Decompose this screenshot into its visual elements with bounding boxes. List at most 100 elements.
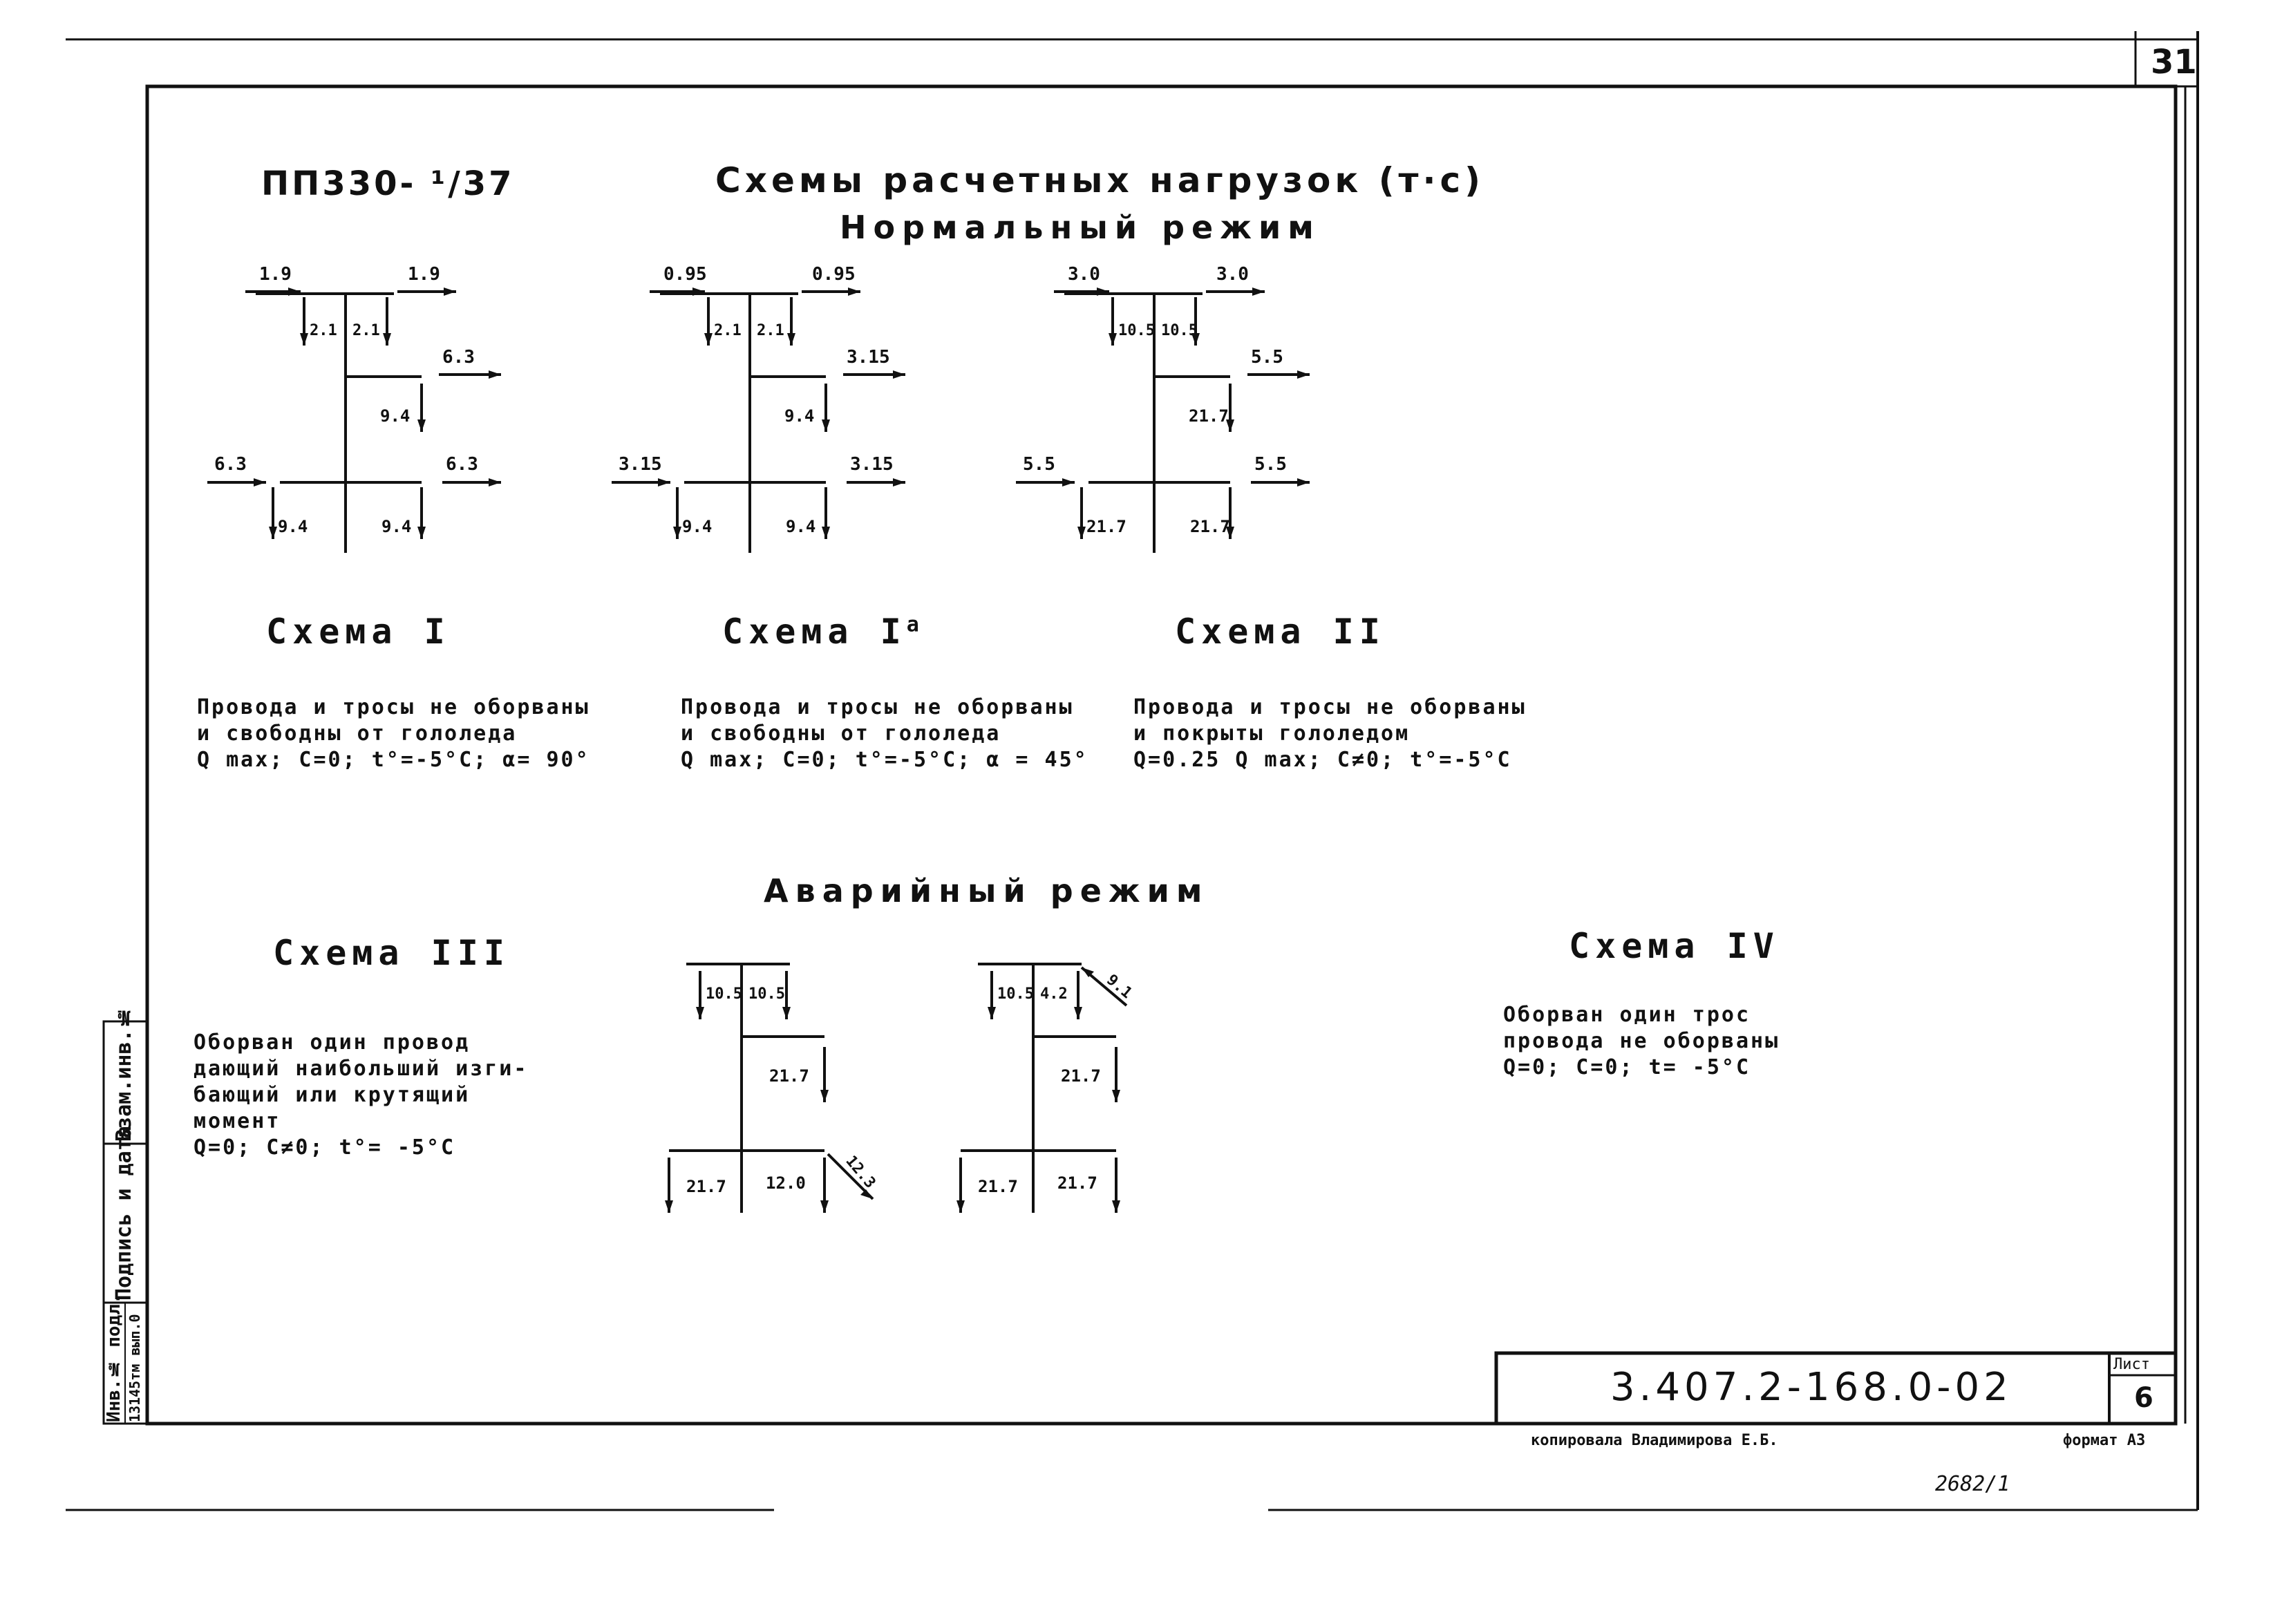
stamp-inv-value: 13145тм вып.0 bbox=[126, 1314, 143, 1422]
scheme-2-load-bot-r: 5.5 bbox=[1254, 454, 1287, 475]
desc-line: дающий наибольший изги- bbox=[194, 1057, 529, 1081]
stamp-inv-podl: Инв.№ подл. bbox=[104, 1293, 124, 1422]
scheme-1-arrow-tv-r-head bbox=[383, 333, 391, 346]
scheme-4-arrow-tv-r-head bbox=[1074, 1007, 1082, 1019]
scheme-1a-arrow-bv-r-head bbox=[822, 527, 830, 539]
scheme-1a-arrow-mid-head bbox=[893, 370, 905, 379]
scheme-1-load-top-r: 1.9 bbox=[408, 264, 440, 285]
scheme-2-load-bv-r: 21.7 bbox=[1190, 517, 1230, 536]
scheme-1-load-bv-l: 9.4 bbox=[278, 517, 308, 536]
sheet-label: Лист bbox=[2113, 1356, 2150, 1373]
scheme-1-arrow-bv-l-head bbox=[269, 527, 277, 539]
scheme-2-title: Схема II bbox=[1175, 612, 1386, 652]
scheme-2-load-bv-l: 21.7 bbox=[1086, 517, 1126, 536]
scheme-2-arrow-bv-l-head bbox=[1077, 527, 1086, 539]
scheme-1-arrow-bv-r-head bbox=[417, 527, 426, 539]
scheme-1-arrow-mid-head bbox=[489, 370, 501, 379]
scheme-3-load-tv-l: 10.5 bbox=[706, 985, 742, 1003]
scheme-4-arrow-diag-head bbox=[1082, 967, 1094, 977]
scheme-3-title: Схема III bbox=[273, 933, 510, 973]
scheme-1-load-mid-v: 9.4 bbox=[380, 406, 410, 426]
scheme-1a-load-bv-r: 9.4 bbox=[786, 517, 815, 536]
scheme-2-arrow-mid-head bbox=[1297, 370, 1310, 379]
scheme-2-description: Провода и тросы не оборваны и покрыты го… bbox=[1133, 695, 1527, 773]
emergency-mode-frames bbox=[665, 963, 1128, 1213]
scheme-2-arrow-bot-l-head bbox=[1062, 478, 1075, 487]
scheme-1a-load-mid-v: 9.4 bbox=[784, 406, 814, 426]
scheme-3-arrow-mid-v-head bbox=[820, 1090, 829, 1102]
drawing-code: ПП330- ¹/37 bbox=[261, 164, 515, 203]
scheme-3-arrow-bv-l-head bbox=[665, 1200, 673, 1213]
scheme-1-title: Схема I bbox=[266, 612, 451, 652]
paper-format: формат А3 bbox=[2063, 1432, 2146, 1449]
scheme-4-description: Оборван один трос провода не оборваны Q=… bbox=[1503, 1002, 1780, 1081]
stamp-vzam-inv: Взам.инв.№ bbox=[112, 1005, 136, 1142]
scheme-1a-arrow-top-l-head bbox=[692, 287, 705, 296]
scheme-1-load-bot-l: 6.3 bbox=[214, 454, 247, 475]
scheme-1a-title: Схема Iа bbox=[722, 612, 925, 652]
scheme-3-arrow-diag-head bbox=[860, 1189, 873, 1199]
scheme-1-arrow-bot-r-head bbox=[489, 478, 501, 487]
scheme-1a-description: Провода и тросы не оборваны и свободны о… bbox=[681, 695, 1088, 773]
scheme-4-arrow-tv-l-head bbox=[988, 1007, 996, 1019]
scheme-4-arrow-bv-l-head bbox=[956, 1200, 965, 1213]
scheme-3-load-mid-v: 21.7 bbox=[769, 1066, 809, 1086]
desc-line: Оборван один трос bbox=[1503, 1003, 1751, 1027]
scheme-1-load-tv-r: 2.1 bbox=[352, 322, 380, 339]
page-number: 31 bbox=[2151, 43, 2197, 82]
scheme-1a-load-tv-l: 2.1 bbox=[714, 322, 742, 339]
scheme-3-load-bv-l: 21.7 bbox=[686, 1177, 726, 1196]
document-code: 3.407.2-168.0-02 bbox=[1610, 1365, 2012, 1410]
desc-line: Q max; C=0; t°=-5°C; α= 90° bbox=[197, 748, 590, 772]
scheme-1a-load-bot-r: 3.15 bbox=[850, 454, 894, 475]
scheme-1-arrow-top-r-head bbox=[444, 287, 456, 296]
desc-line: бающий или крутящий bbox=[194, 1083, 471, 1107]
copied-by: копировала Владимирова Е.Б. bbox=[1531, 1432, 1778, 1449]
scheme-4-load-tv-r: 4.2 bbox=[1040, 985, 1068, 1003]
desc-line: Провода и тросы не оборваны bbox=[681, 695, 1074, 719]
scheme-3-arrow-bv-r-head bbox=[820, 1200, 829, 1213]
scheme-2-load-tv-r: 10.5 bbox=[1161, 322, 1198, 339]
scheme-4-arrow-bv-r-head bbox=[1112, 1200, 1120, 1213]
scheme-1a-arrow-bot-l-head bbox=[658, 478, 670, 487]
scheme-1a-title-text: Схема I bbox=[722, 612, 907, 652]
stamp-sign-date: Подпись и дата bbox=[112, 1126, 136, 1301]
scheme-3-arrow-tv-r-head bbox=[782, 1007, 791, 1019]
scheme-3-load-bv-r: 12.0 bbox=[766, 1173, 806, 1193]
scheme-1-arrow-top-l-head bbox=[288, 287, 301, 296]
desc-line: Q=0; C=0; t= -5°C bbox=[1503, 1055, 1751, 1079]
scheme-1-load-bv-r: 9.4 bbox=[381, 517, 411, 536]
scheme-1-load-bot-r: 6.3 bbox=[446, 454, 478, 475]
normal-mode-frames bbox=[207, 287, 1310, 553]
scheme-1a-arrow-tv-r-head bbox=[787, 333, 795, 346]
scheme-2-arrow-bv-r-head bbox=[1226, 527, 1234, 539]
desc-line: Q max; C=0; t°=-5°C; α = 45° bbox=[681, 748, 1088, 772]
scheme-2-arrow-tv-r-head bbox=[1191, 333, 1200, 346]
scheme-1-load-mid-h: 6.3 bbox=[442, 347, 475, 368]
scheme-4-title: Схема IV bbox=[1569, 926, 1780, 966]
scheme-1a-arrow-bot-r-head bbox=[893, 478, 905, 487]
scheme-3-load-tv-r: 10.5 bbox=[748, 985, 785, 1003]
desc-line: Оборван один провод bbox=[194, 1030, 471, 1055]
desc-line: и свободны от гололеда bbox=[681, 721, 1001, 746]
scheme-2-load-top-r: 3.0 bbox=[1216, 264, 1249, 285]
desc-line: провода не оборваны bbox=[1503, 1029, 1780, 1053]
desc-line: Q=0.25 Q max; C≠0; t°=-5°C bbox=[1133, 748, 1512, 772]
scheme-1-arrow-mid-v-head bbox=[417, 419, 426, 432]
frame bbox=[66, 31, 2199, 1511]
desc-line: Q=0; C≠0; t°= -5°C bbox=[194, 1135, 456, 1160]
scheme-3-description: Оборван один провод дающий наибольший из… bbox=[194, 1030, 528, 1161]
inventory-number: 2682/1 bbox=[1935, 1472, 2010, 1496]
scheme-1a-arrow-bv-l-head bbox=[673, 527, 681, 539]
scheme-3-arrow-tv-l-head bbox=[696, 1007, 704, 1019]
scheme-4-arrow-mid-v-head bbox=[1112, 1090, 1120, 1102]
scheme-1a-load-bot-l: 3.15 bbox=[619, 454, 662, 475]
scheme-2-load-bot-l: 5.5 bbox=[1023, 454, 1055, 475]
scheme-2-arrow-mid-v-head bbox=[1226, 419, 1234, 432]
scheme-1a-arrow-mid-v-head bbox=[822, 419, 830, 432]
scheme-2-arrow-tv-l-head bbox=[1109, 333, 1117, 346]
scheme-2-load-mid-v: 21.7 bbox=[1189, 406, 1229, 426]
scheme-2-arrow-top-r-head bbox=[1252, 287, 1265, 296]
scheme-2-arrow-top-l-head bbox=[1097, 287, 1109, 296]
